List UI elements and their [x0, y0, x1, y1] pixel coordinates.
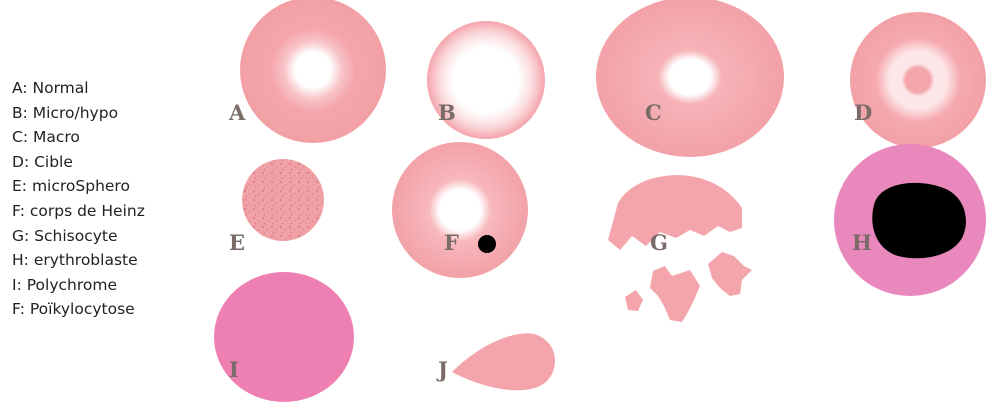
cell-d-target: D [850, 12, 986, 148]
cell-label-j: J [436, 357, 448, 382]
cell-label-e: E [229, 230, 245, 255]
cell-label-h: H [852, 230, 872, 255]
cell-label-g: G [650, 230, 668, 255]
cell-a-normal: A [228, 0, 386, 143]
heinz-body [478, 235, 496, 253]
cell-c-macrocyte: C [596, 0, 784, 157]
cell-e-spherocyte: E [229, 159, 324, 255]
cell-label-b: B [438, 100, 456, 125]
cell-label-c: C [645, 100, 662, 125]
cell-g-schistocyte: G [608, 175, 752, 322]
erythroblast-nucleus [872, 183, 966, 258]
cell-j-poikilocyte: J [436, 333, 555, 390]
cell-label-i: I [229, 357, 239, 382]
cell-label-d: D [854, 100, 872, 125]
cell-h-erythroblast: H [834, 144, 986, 296]
cell-label-f: F [444, 230, 459, 255]
cell-f-heinz-body: F [392, 142, 528, 278]
cell-label-a: A [228, 100, 246, 125]
cell-i-polychromatophil: I [214, 272, 354, 402]
cell-b-microcyte: B [427, 21, 545, 139]
